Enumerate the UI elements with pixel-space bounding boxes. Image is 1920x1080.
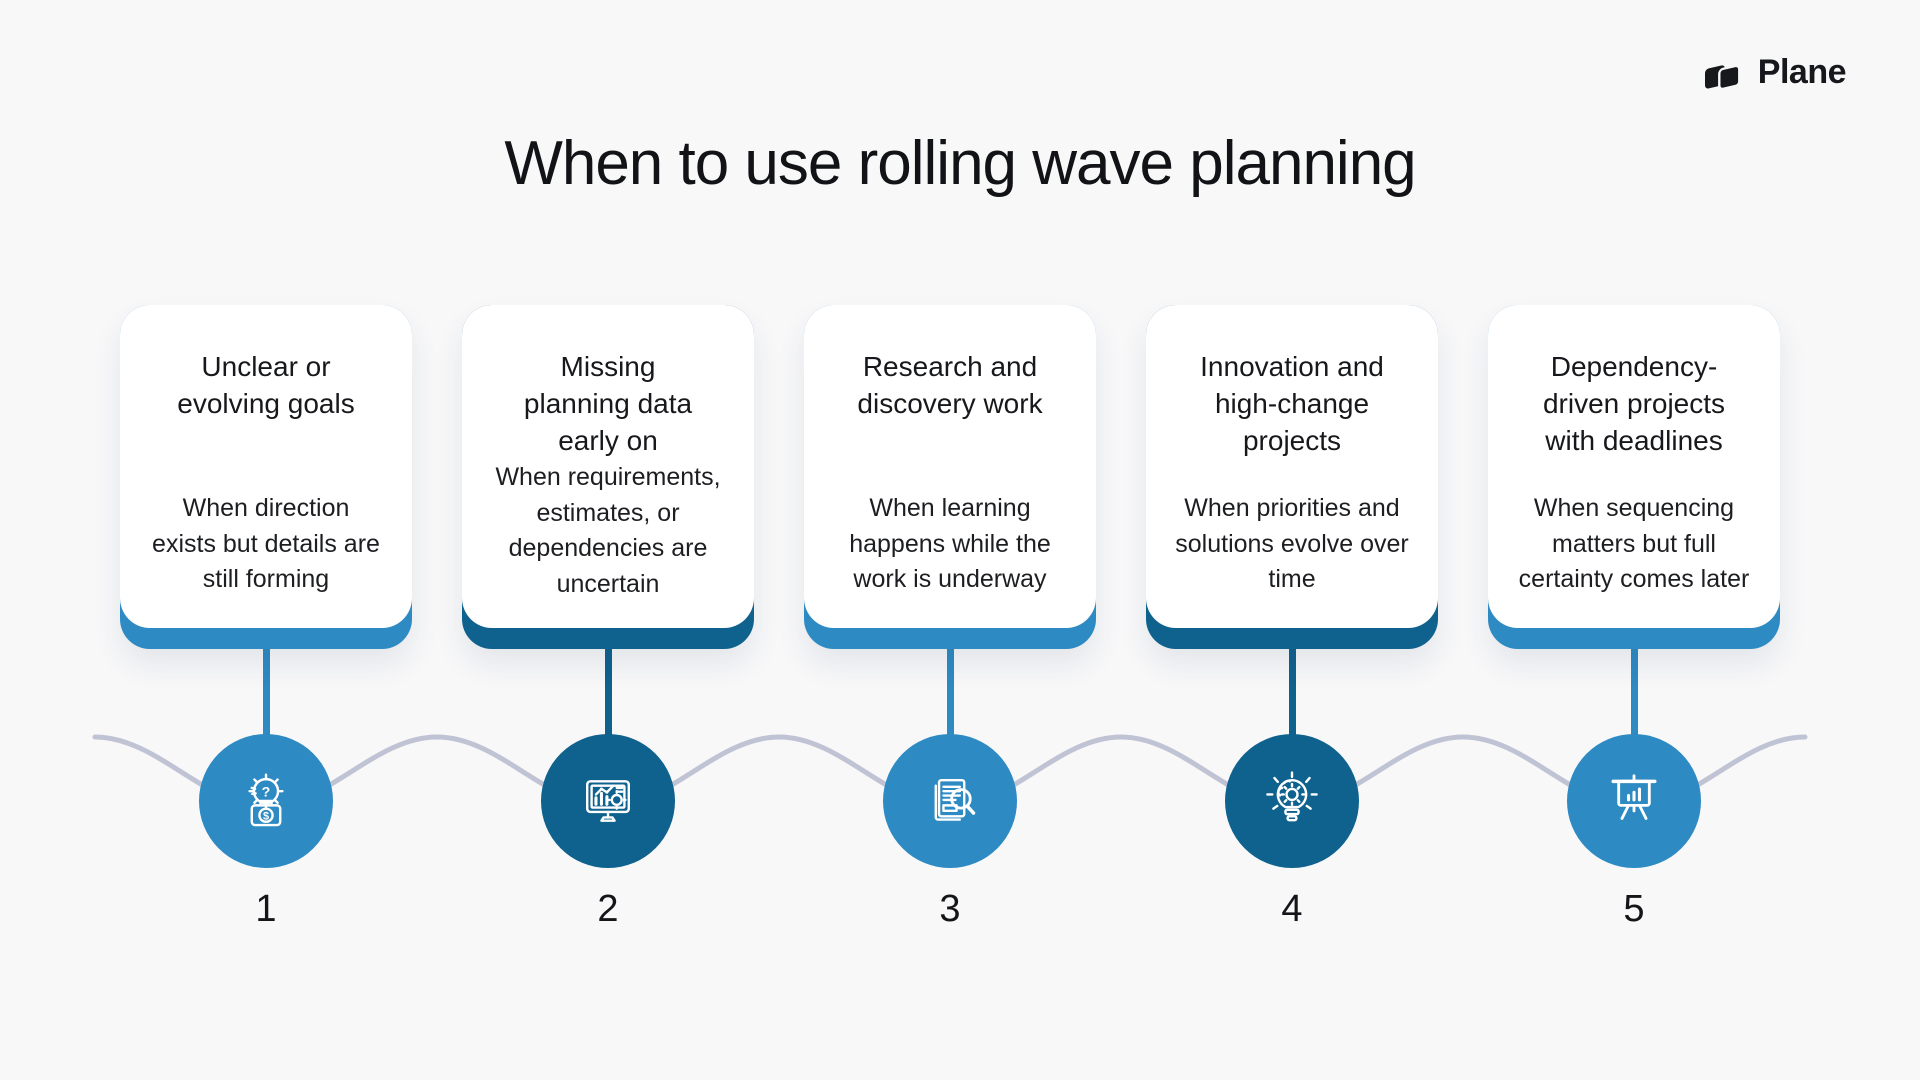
step-connector-line (604, 645, 612, 741)
step-circle (541, 734, 675, 868)
analytics-monitor-icon (573, 766, 643, 836)
step-card-body: Missing planning data early on When requ… (462, 305, 754, 628)
svg-text:?: ? (262, 785, 271, 801)
step-connector-line (262, 645, 270, 741)
step-card-body: Unclear or evolving goals When direction… (120, 305, 412, 628)
step-number: 2 (597, 888, 619, 930)
step-card-description: When learning happens while the work is … (849, 493, 1051, 594)
step-connector-line (1630, 645, 1638, 741)
step-number: 5 (1623, 888, 1645, 930)
step-card-title: Dependency-driven projects with deadline… (1542, 351, 1726, 456)
step-card-description: When priorities and solutions evolve ove… (1175, 493, 1409, 594)
gear-question-briefcase-icon: ? $ (231, 766, 301, 836)
step-card: Innovation and high-change projects When… (1146, 305, 1438, 649)
step-number: 3 (939, 888, 961, 930)
step-number: 4 (1281, 888, 1303, 930)
step-card-body: Innovation and high-change projects When… (1146, 305, 1438, 628)
step-card: Research and discovery work When learnin… (804, 305, 1096, 649)
step-card-body: Research and discovery work When learnin… (804, 305, 1096, 628)
step-number: 1 (255, 888, 277, 930)
step-card-description: When requirements, estimates, or depende… (495, 462, 721, 599)
plane-logo-icon (1704, 64, 1741, 91)
step-card-title: Unclear or evolving goals (177, 351, 355, 419)
step-circle: ? $ (199, 734, 333, 868)
step-card: Dependency-driven projects with deadline… (1488, 305, 1780, 649)
step-card-title: Research and discovery work (857, 351, 1043, 419)
step-circle (1225, 734, 1359, 868)
step-card-description: When sequencing matters but full certain… (1518, 493, 1750, 594)
step-card-description: When direction exists but details are st… (152, 493, 380, 594)
brand-name: Plane (1757, 52, 1847, 91)
plane-logo: Plane (1701, 52, 1847, 92)
document-magnifier-icon (915, 766, 985, 836)
page-title: When to use rolling wave planning (504, 129, 1416, 198)
step-connector-line (946, 645, 954, 741)
svg-text:$: $ (263, 811, 269, 823)
step-card: Missing planning data early on When requ… (462, 305, 754, 649)
step-card-title: Innovation and high-change projects (1200, 351, 1384, 456)
step-card-body: Dependency-driven projects with deadline… (1488, 305, 1780, 628)
step-circle (883, 734, 1017, 868)
step-card: Unclear or evolving goals When direction… (120, 305, 412, 649)
step-circle (1567, 734, 1701, 868)
step-connector-line (1288, 645, 1296, 741)
step-card-title: Missing planning data early on (523, 351, 693, 456)
presentation-chart-icon (1599, 766, 1669, 836)
lightbulb-gear-icon (1257, 766, 1327, 836)
